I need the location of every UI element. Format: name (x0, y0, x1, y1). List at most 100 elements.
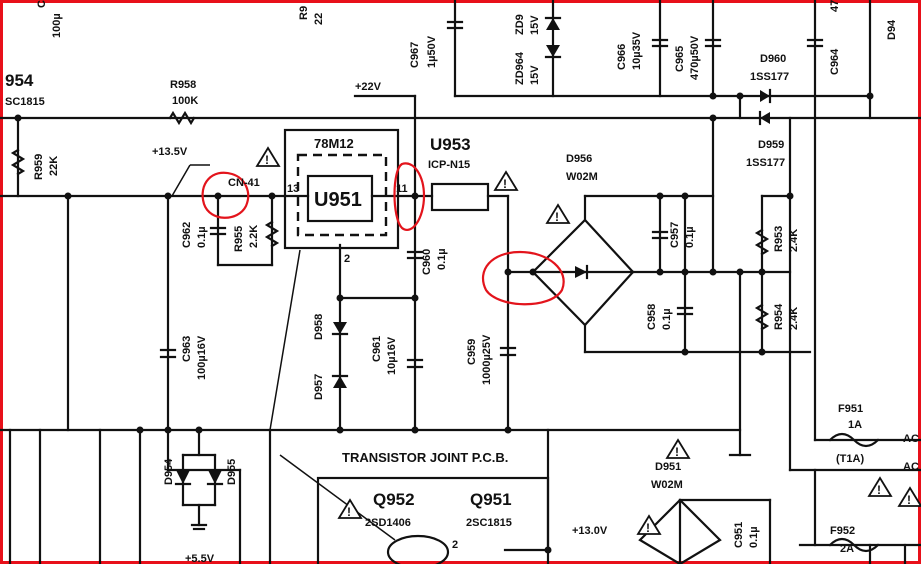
warning-icon: ! (646, 521, 650, 535)
transistor-pcb-box (316, 476, 550, 564)
label-d957: D957 (313, 374, 325, 400)
label-c958-val: 0.1µ (661, 308, 673, 330)
label-d956-type: W02M (566, 171, 598, 183)
label-d960-type: 1SS177 (750, 71, 789, 83)
label-d958: D958 (313, 314, 325, 340)
label-transistor-pcb: TRANSISTOR JOINT P.C.B. (342, 450, 508, 465)
label-r959: R959 (33, 154, 45, 180)
label-c962-val: 0.1µ (196, 226, 208, 248)
label-c966: C966 (616, 44, 628, 70)
label-c959: C959 (466, 339, 478, 365)
capacitors (159, 20, 824, 369)
label-c965-val: 470µ50V (689, 35, 701, 80)
label-cn41: CN-41 (228, 177, 260, 189)
bridge-rectifier-d956 (531, 218, 635, 327)
label-r954: R954 (773, 303, 785, 330)
label-r958: R958 (170, 79, 196, 91)
label-u951: U951 (314, 189, 362, 211)
label-c963-val: 100µ16V (196, 335, 208, 380)
diodes (174, 16, 772, 486)
label-c962: C962 (181, 222, 193, 248)
label-d960: D960 (760, 53, 786, 65)
label-c966-val: 10µ35V (631, 31, 643, 70)
label-zd: ZD9 (514, 14, 526, 35)
label-zd964: ZD964 (514, 51, 526, 85)
label-plus130: +13.0V (572, 525, 608, 537)
junction-dots (14, 92, 874, 554)
label-c965: C965 (674, 46, 686, 72)
label-q952-type: 2SD1406 (365, 517, 411, 529)
label-c96-val: 100µ (51, 13, 63, 38)
warning-icon: ! (907, 493, 911, 507)
label-zd964-v: 15V (529, 65, 541, 85)
label-d955: D955 (226, 459, 238, 485)
label-q954: 954 (5, 71, 34, 90)
label-r958-val: 100K (172, 95, 198, 107)
label-f951: F951 (838, 403, 863, 415)
label-plus55: +5.5V (185, 553, 215, 564)
label-ac-2: AC (903, 461, 919, 473)
label-pin2: 2 (344, 253, 350, 265)
label-r9-val: 22 (313, 13, 325, 25)
label-u953: U953 (430, 135, 471, 154)
ground-symbols (190, 453, 752, 531)
component-labels: 954 SC1815 C96 100µ R9 22 C967 1µ50V ZD9… (5, 0, 919, 564)
warning-triangles: ! ! ! ! ! ! ! ! (255, 146, 921, 535)
label-c951: C951 (733, 522, 745, 548)
label-plus22: +22V (355, 81, 382, 93)
label-c964: C964 (829, 48, 841, 75)
warning-icon: ! (503, 177, 507, 191)
label-pin2b: 2 (452, 539, 458, 551)
warning-icon: ! (265, 153, 269, 167)
fuses (828, 432, 880, 553)
label-f951-val: 1A (848, 419, 862, 431)
label-icp: ICP-N15 (428, 159, 470, 171)
label-c963: C963 (181, 336, 193, 362)
label-r953-val: 2.4K (788, 229, 800, 252)
label-ac-1: AC (903, 433, 919, 445)
label-plus135: +13.5V (152, 146, 188, 158)
label-r954-val: 2.4K (788, 307, 800, 330)
label-d951: D951 (655, 461, 681, 473)
label-c957-val: 0.1µ (684, 226, 696, 248)
label-f952: F952 (830, 525, 855, 537)
label-r955: R955 (233, 226, 245, 252)
label-c96: C96 (36, 0, 48, 8)
label-d959-type: 1SS177 (746, 157, 785, 169)
label-d956: D956 (566, 153, 592, 165)
label-zd-v: 15V (529, 15, 541, 35)
label-r953: R953 (773, 226, 785, 252)
u953-protector (430, 182, 490, 212)
label-c961-val: 10µ16V (386, 336, 398, 375)
label-c958: C958 (646, 304, 658, 330)
label-d954: D954 (163, 458, 175, 485)
label-c960-val: 0.1µ (436, 248, 448, 270)
label-d94: D94 (886, 19, 898, 40)
label-c964-val: 47 (829, 0, 841, 12)
resistors (10, 110, 770, 331)
label-78m12: 78M12 (314, 136, 354, 151)
u951-regulator (283, 128, 400, 250)
label-sc1815-left: SC1815 (5, 96, 45, 108)
warning-icon: ! (347, 505, 351, 519)
label-c951-val: 0.1µ (748, 526, 760, 548)
label-c967-val: 1µ50V (426, 35, 438, 68)
label-c959-val: 1000µ25V (481, 334, 493, 385)
label-r959-val: 22K (48, 156, 60, 176)
label-q951: Q951 (470, 490, 512, 509)
label-r9: R9 (298, 6, 310, 20)
red-annotations (201, 162, 565, 306)
warning-icon: ! (555, 210, 559, 224)
warning-icon: ! (877, 483, 881, 497)
label-q951-type: 2SC1815 (466, 517, 512, 529)
label-r955-val: 2.2K (248, 225, 260, 248)
label-c960: C960 (421, 249, 433, 275)
label-q952: Q952 (373, 490, 415, 509)
label-c961: C961 (371, 336, 383, 362)
label-pin11: 11 (396, 183, 408, 195)
label-c957: C957 (669, 222, 681, 248)
label-f951-type: (T1A) (836, 453, 864, 465)
